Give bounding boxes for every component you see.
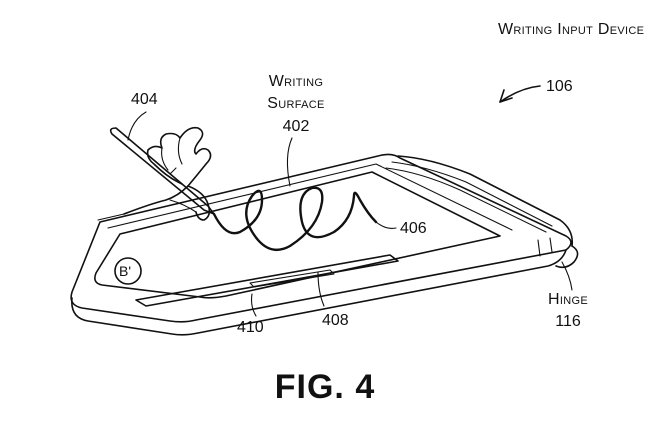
label-slot-ref: 408 — [322, 312, 349, 329]
hinge-notch-2 — [549, 237, 553, 253]
hand-outline — [123, 126, 212, 215]
tablet-body-outline — [70, 153, 572, 323]
label-button: B' — [119, 263, 132, 279]
stylus-band — [169, 167, 177, 175]
arrow-106 — [499, 85, 541, 103]
leader-408 — [317, 271, 325, 307]
label-surface-title-1: Writing — [268, 73, 324, 90]
leader-402 — [286, 137, 293, 187]
hinge-band-3 — [385, 167, 547, 233]
label-hinge-title: Hinge — [548, 291, 588, 308]
label-device-title: Writing Input Device — [498, 21, 645, 38]
label-stroke-ref: 406 — [400, 220, 427, 237]
hinge-band-1 — [397, 155, 574, 247]
leader-406 — [375, 221, 397, 229]
label-slot-left-ref: 410 — [237, 319, 264, 336]
hinge-notch-1 — [537, 239, 541, 257]
leader-404 — [127, 111, 147, 141]
leader-116 — [561, 261, 573, 291]
hand-finger-1 — [177, 137, 183, 165]
stylus-404 — [109, 127, 215, 215]
hinge-curl — [555, 245, 579, 269]
button-circle — [114, 257, 142, 285]
slot-410 — [249, 269, 335, 288]
arrow-106-head — [499, 89, 513, 103]
hand-wrist — [97, 213, 125, 221]
leader-410 — [250, 293, 257, 317]
hand-knuckle-line — [169, 199, 197, 213]
label-surface-ref: 402 — [282, 118, 310, 135]
label-surface-title-2: Surface — [267, 95, 325, 112]
scribble-stroke-406 — [212, 186, 378, 252]
label-hinge-ref: 116 — [555, 313, 581, 330]
hinge-band-2 — [391, 161, 553, 227]
figure-caption: FIG. 4 — [274, 368, 376, 406]
hand-thumb — [187, 185, 211, 221]
tablet-edge — [71, 249, 567, 336]
label-stylus-ref: 404 — [131, 91, 158, 108]
slot-408 — [135, 254, 399, 307]
label-device-ref: 106 — [546, 78, 573, 95]
bezel-line — [107, 163, 513, 231]
hand-finger-2 — [161, 147, 169, 171]
